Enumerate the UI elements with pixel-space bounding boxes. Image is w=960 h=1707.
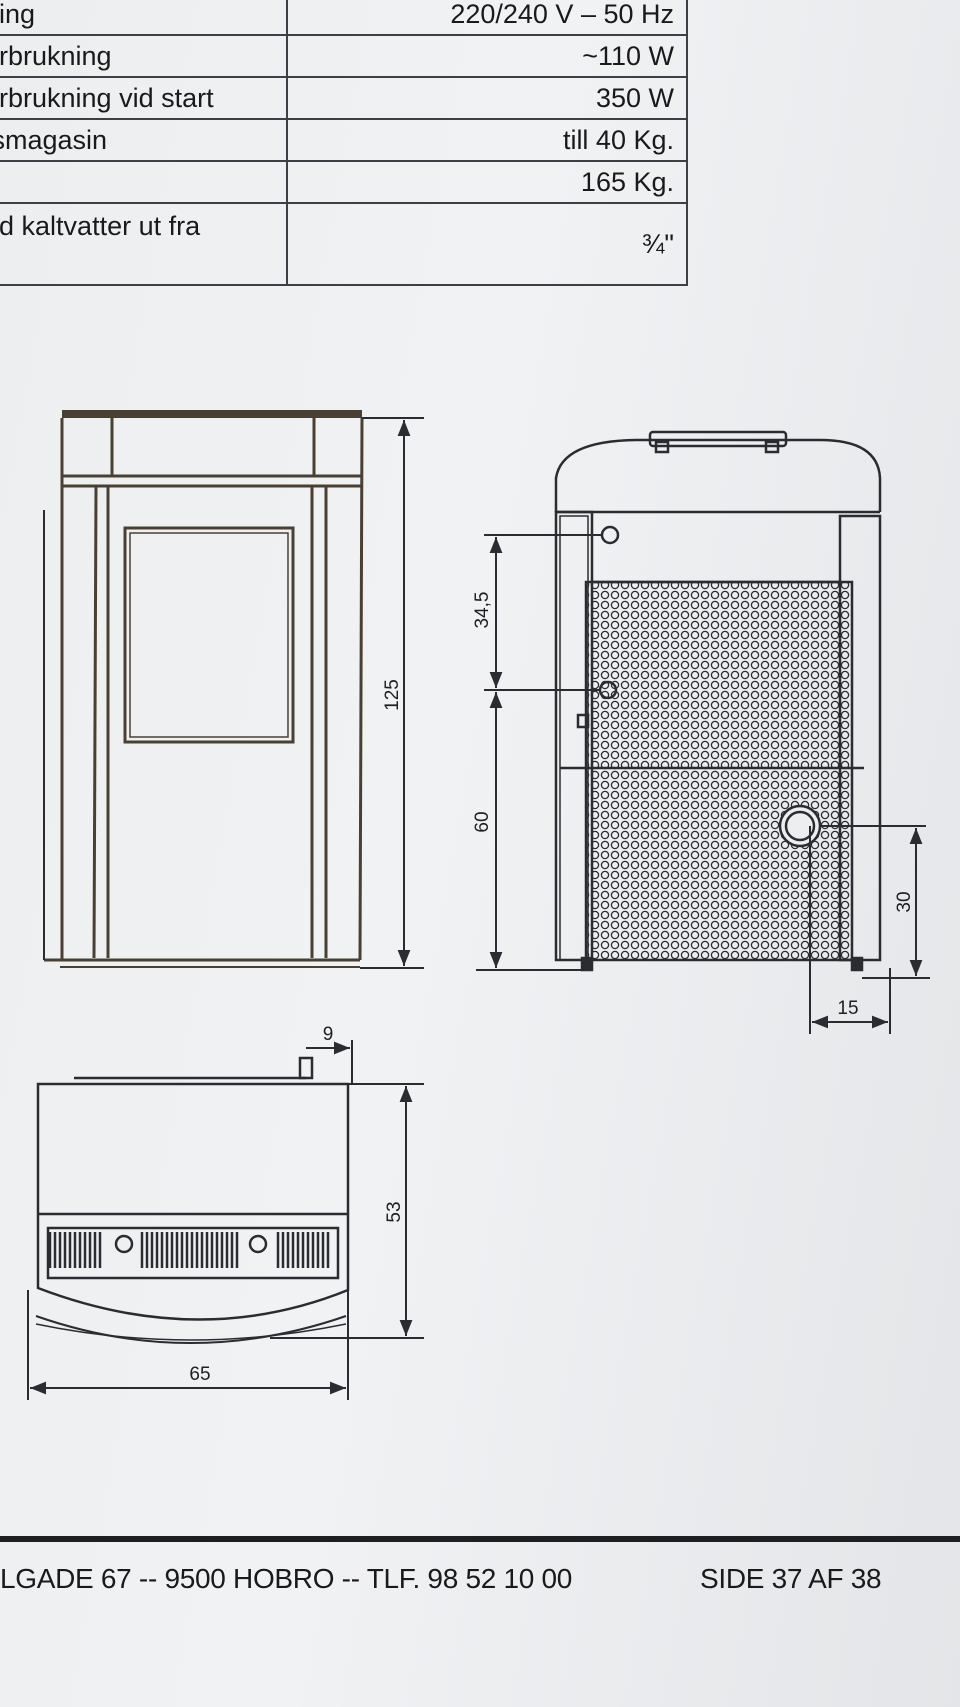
spec-value: 350 W	[286, 76, 688, 120]
dim-front-height: 125	[382, 679, 403, 711]
spec-label	[0, 160, 288, 204]
dim-top-depth: 53	[384, 1201, 405, 1222]
footer-address: LGADE 67 -- 9500 HOBRO -- TLF. 98 52 10 …	[0, 1563, 573, 1594]
footer-rule	[0, 1536, 960, 1542]
spec-label: örbrukning	[0, 34, 288, 78]
dim-side-upper: 34,5	[472, 592, 493, 629]
spec-value: 220/240 V – 50 Hz	[286, 0, 688, 36]
table-row: ning 220/240 V – 50 Hz	[0, 0, 688, 36]
table-row: tsmagasin till 40 Kg.	[0, 118, 688, 162]
front-view	[43, 410, 364, 968]
dimension-front-height	[360, 417, 424, 969]
footer-page-number: SIDE 37 AF 38	[700, 1563, 882, 1594]
top-view	[35, 1056, 350, 1344]
dimension-top	[27, 1040, 424, 1400]
table-row: 165 Kg.	[0, 160, 688, 204]
spec-table: ning 220/240 V – 50 Hz örbrukning ~110 W…	[0, 0, 688, 286]
spec-label: ning	[0, 0, 288, 36]
spec-label: tsmagasin	[0, 118, 288, 162]
spec-value: ~110 W	[286, 34, 688, 78]
table-row: örbrukning ~110 W	[0, 34, 688, 78]
spec-label: nd kaltvatter ut fra	[0, 202, 288, 286]
spec-value: 165 Kg.	[286, 160, 688, 204]
dim-outlet-height: 30	[894, 891, 915, 912]
vent-grille	[48, 1232, 330, 1268]
dim-outlet-offset: 15	[837, 998, 858, 1019]
side-view	[554, 430, 882, 972]
table-row: örbrukning vid start 350 W	[0, 76, 688, 120]
spec-label: örbrukning vid start	[0, 76, 288, 120]
dim-top-width: 65	[189, 1364, 210, 1385]
table-row: nd kaltvatter ut fra ¾"	[0, 202, 688, 286]
dim-side-lower: 60	[472, 811, 493, 832]
dimension-side	[476, 534, 930, 1034]
spec-value: ¾"	[286, 202, 688, 286]
spec-label-line: nd kaltvatter ut fra	[0, 211, 201, 241]
spec-value: till 40 Kg.	[286, 118, 688, 162]
dim-pipe-offset: 9	[323, 1024, 334, 1045]
